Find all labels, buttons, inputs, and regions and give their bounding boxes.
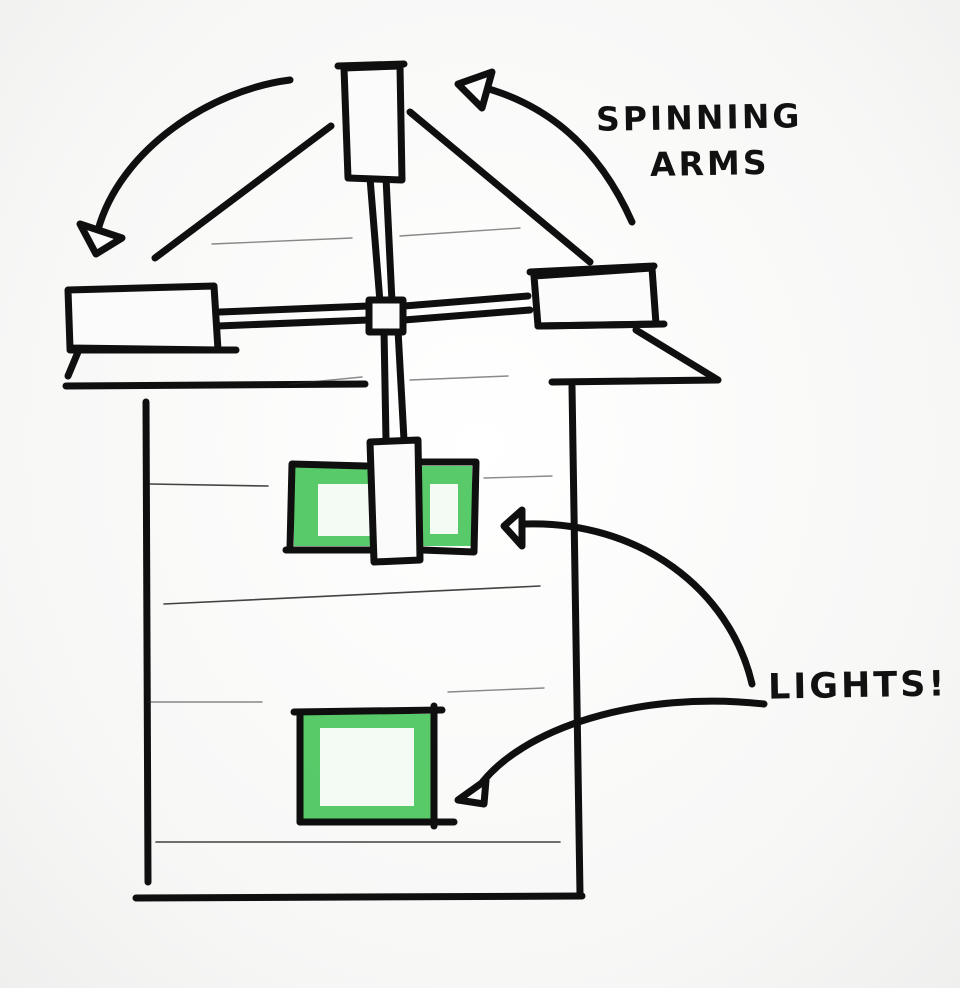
blade-top <box>340 62 406 184</box>
windows <box>282 458 480 830</box>
lower-window-light <box>302 714 432 820</box>
building <box>132 382 586 902</box>
blade-left <box>64 282 222 354</box>
left-rotation-arc <box>94 76 294 234</box>
roof-eave-right <box>548 326 722 386</box>
arm-right-top <box>400 292 532 310</box>
roof <box>62 108 722 390</box>
blade-bottom <box>366 436 424 566</box>
hub <box>365 296 407 336</box>
right-rotation-arc <box>474 82 636 226</box>
windmill-arms <box>64 60 668 566</box>
rotation-arrows <box>76 68 636 258</box>
building-left-wall <box>142 398 152 886</box>
roof-right-slope <box>406 108 594 266</box>
upper-light-callout-curve <box>520 520 756 688</box>
shaft-bottom-left <box>380 326 390 444</box>
shaft-top-left <box>366 174 384 306</box>
upper-light-arrowhead-icon <box>500 506 526 550</box>
upper-window-frame-left <box>286 460 370 552</box>
upper-window-frame-right <box>418 458 480 556</box>
lights-label: LIGHTS! <box>767 664 948 708</box>
roof-eave-left <box>62 380 369 390</box>
building-base <box>132 892 586 902</box>
window-lights <box>294 466 472 820</box>
spinning-label: SPINNING <box>595 96 803 139</box>
blade-right <box>530 264 660 330</box>
roof-left-slope <box>151 122 335 262</box>
right-arrowhead-icon <box>454 68 496 112</box>
arm-left-top <box>216 302 372 316</box>
arms-label: ARMS <box>649 142 770 185</box>
lower-window-frame <box>290 706 446 716</box>
building-right-wall <box>568 382 584 898</box>
lights-callout-arrows <box>454 506 768 808</box>
left-arrowhead-icon <box>76 220 126 258</box>
siding-lines <box>147 227 561 843</box>
lower-light-callout-curve <box>474 697 768 792</box>
lower-light-arrowhead-icon <box>454 776 490 808</box>
